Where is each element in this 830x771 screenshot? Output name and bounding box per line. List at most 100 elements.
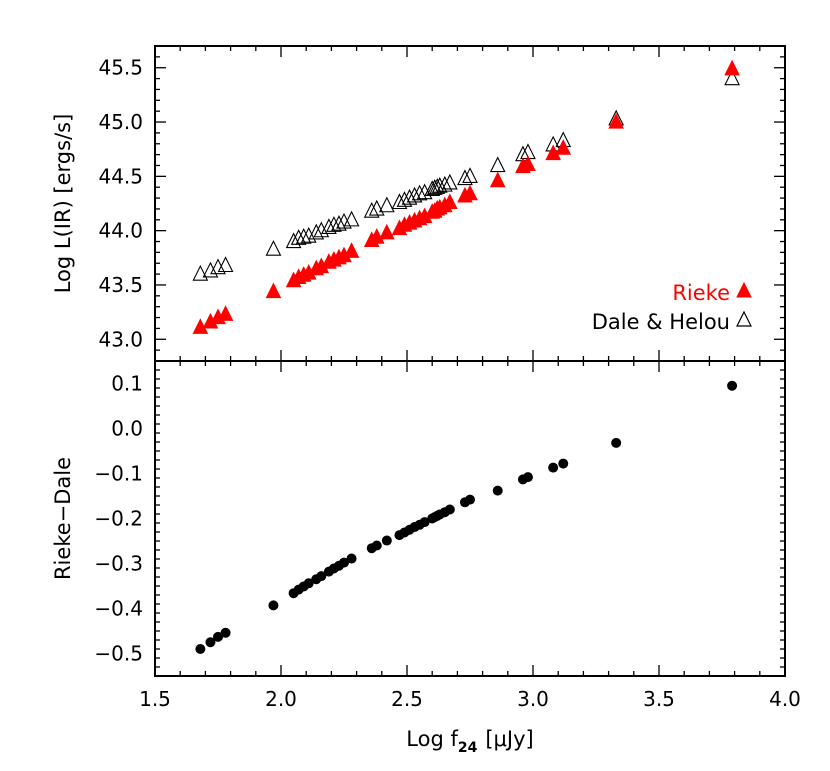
- bottom-panel-points: [195, 380, 738, 654]
- x-tick-label: 3.0: [517, 687, 549, 711]
- dale-helou-point: [436, 175, 453, 192]
- dale-helou-point: [290, 229, 307, 245]
- dale-helou-point: [406, 186, 423, 203]
- rieke-point: [555, 139, 572, 155]
- residual-point: [492, 485, 503, 496]
- bottom-y-tick-label: −0.4: [94, 597, 143, 621]
- x-axis-label-subscript: 24: [458, 740, 478, 756]
- top-y-tick-label: 45.0: [98, 110, 143, 134]
- dale-helou-point: [396, 191, 413, 207]
- dale-helou-point: [368, 199, 385, 216]
- top-y-axis-label: Log L(IR) [ergs/s]: [51, 114, 75, 294]
- dale-helou-point: [416, 183, 433, 200]
- residual-point: [220, 627, 231, 638]
- dale-helou-point: [320, 218, 337, 235]
- rieke-point: [462, 184, 478, 201]
- top-y-tick-label: 43.5: [98, 273, 143, 297]
- rieke-point: [217, 305, 234, 321]
- dale-helou-point: [401, 188, 418, 205]
- bottom-y-axis-label: Rieke−Dale: [51, 457, 75, 580]
- dale-helou-point: [217, 256, 234, 273]
- residual-point: [558, 458, 569, 469]
- residual-point: [303, 578, 314, 589]
- rieke-point: [379, 223, 395, 240]
- dale-helou-point: [424, 180, 441, 197]
- legend-label-rieke: Rieke: [672, 281, 730, 305]
- rieke-point: [442, 193, 458, 209]
- x-tick-label: 3.5: [643, 687, 675, 711]
- rieke-point: [368, 228, 385, 244]
- bottom-y-tick-label: −0.5: [94, 642, 143, 666]
- dale-helou-point: [411, 184, 428, 201]
- legend-marker-rieke: [736, 281, 752, 298]
- residual-point: [268, 600, 279, 611]
- dale-helou-point: [431, 176, 448, 193]
- top-y-tick-label: 45.5: [98, 56, 143, 80]
- top-y-tick-label: 44.5: [98, 164, 143, 188]
- residual-point: [727, 380, 738, 391]
- residual-point: [213, 631, 223, 642]
- dale-helou-point: [313, 221, 330, 238]
- dale-helou-point: [202, 261, 219, 278]
- top-panel-points: [192, 59, 740, 334]
- dale-helou-point: [363, 201, 380, 218]
- residual-point: [611, 437, 622, 448]
- dale-helou-point: [343, 210, 360, 227]
- bottom-y-tick-label: 0.1: [111, 372, 143, 396]
- residual-point: [522, 472, 533, 483]
- rieke-point: [608, 113, 624, 129]
- x-tick-label: 4.0: [769, 687, 801, 711]
- dale-helou-point: [426, 179, 443, 195]
- dale-helou-point: [308, 223, 325, 240]
- dale-helou-point: [724, 69, 740, 86]
- dale-helou-point: [295, 228, 312, 244]
- residual-point: [444, 504, 455, 515]
- tick-labels: 1.5 2.0 2.5 3.0 3.5 4.0 43.0 43.5 44.0 44.5 45.0 45…: [94, 56, 800, 711]
- bottom-y-tick-label: −0.2: [94, 507, 143, 531]
- rieke-point: [265, 282, 282, 299]
- dale-helou-point: [378, 196, 395, 213]
- dale-helou-point: [489, 156, 506, 173]
- residual-point: [316, 571, 327, 582]
- bottom-y-tick-label: −0.3: [94, 552, 143, 576]
- residual-point: [371, 540, 382, 551]
- rieke-point: [343, 242, 360, 258]
- residual-point: [346, 553, 357, 564]
- residual-point: [339, 557, 349, 568]
- dale-helou-point: [265, 239, 282, 256]
- dale-helou-point: [192, 264, 209, 281]
- top-y-tick-label: 44.0: [98, 219, 143, 243]
- axis-ticks: [154, 45, 786, 677]
- legend-label-dale: Dale & Helou: [592, 310, 730, 334]
- dale-helou-point: [391, 193, 408, 210]
- legend-marker-dale: [736, 310, 752, 327]
- dale-helou-point: [462, 167, 478, 183]
- dale-helou-point: [300, 226, 317, 243]
- bottom-y-tick-label: −0.1: [94, 462, 143, 486]
- top-y-tick-label: 43.0: [98, 327, 143, 351]
- residual-point: [381, 535, 392, 546]
- x-axis-label-unit: [μJy]: [485, 727, 533, 751]
- bottom-panel-frame: [154, 360, 786, 677]
- x-tick-label: 2.5: [391, 687, 423, 711]
- residual-point: [195, 644, 206, 654]
- x-tick-label: 2.0: [265, 687, 297, 711]
- rieke-point: [520, 155, 536, 171]
- residual-point: [419, 517, 430, 528]
- dale-helou-point: [441, 173, 458, 190]
- x-axis-label-main: Log f: [406, 727, 458, 751]
- x-axis-label: Log f24 [μJy]: [406, 727, 533, 756]
- bottom-y-tick-label: 0.0: [111, 417, 143, 441]
- residual-point: [548, 462, 559, 473]
- x-tick-label: 1.5: [139, 687, 171, 711]
- legend: Rieke Dale & Helou: [592, 281, 752, 334]
- dale-helou-point: [285, 232, 302, 249]
- dale-helou-point: [326, 216, 342, 232]
- residual-point: [205, 637, 216, 648]
- residual-point: [465, 494, 475, 505]
- dale-helou-point: [331, 214, 347, 231]
- rieke-point: [724, 59, 740, 76]
- rieke-point: [489, 171, 506, 188]
- dale-helou-point: [457, 169, 473, 186]
